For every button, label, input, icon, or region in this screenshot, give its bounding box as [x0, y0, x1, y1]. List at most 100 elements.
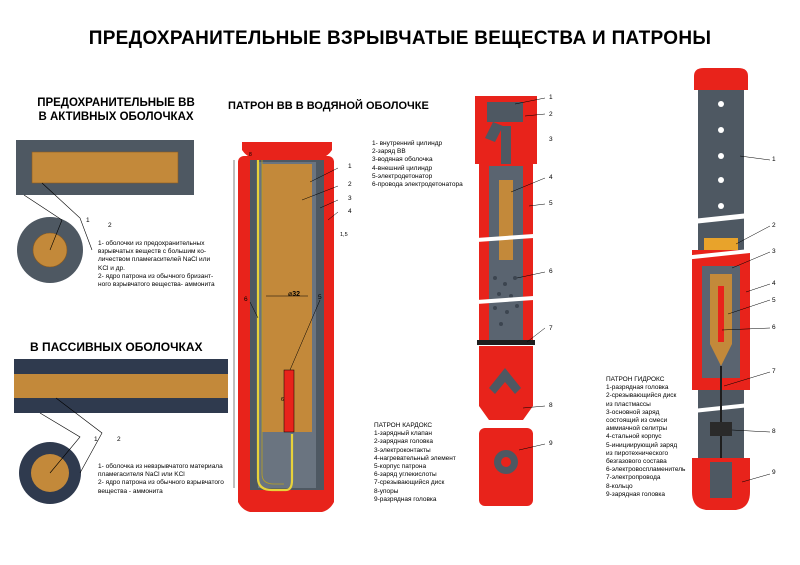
passive-legend: 1- оболочка из невзрывчатого материала п… [98, 463, 224, 495]
hydrox-igniter [718, 286, 724, 342]
cardox-heating-element [499, 180, 513, 260]
cardox-leader-5 [528, 203, 545, 207]
cardox-label-8: 8 [549, 402, 553, 409]
hydrox-break-2 [687, 247, 762, 260]
water-wires-2 [261, 160, 284, 485]
active-heading: ПРЕДОХРАНИТЕЛЬНЫЕ ВВ В АКТИВНЫХ ОБОЛОЧКА… [16, 96, 216, 124]
water-dim-15-label: 1,5 [340, 232, 348, 238]
hydrox-label-8: 8 [772, 428, 776, 435]
passive-shell-diagram [14, 359, 228, 504]
cardox-leader-6 [516, 271, 545, 279]
cardox-leader-7 [526, 327, 545, 343]
water-leader-3 [319, 199, 339, 209]
hydrox-leader-9 [741, 473, 771, 483]
hydrox-label-1: 1 [772, 156, 776, 163]
cardox-co2-dots [493, 276, 519, 326]
cardox-label-2: 2 [549, 111, 553, 118]
hydrox-label-2: 2 [772, 222, 776, 229]
hydrox-charging-core [710, 462, 732, 498]
passive-leader-1 [39, 412, 81, 474]
hydrox-label-3: 3 [772, 248, 776, 255]
hydrox-leader-8 [731, 429, 771, 433]
hydrox-leader-7 [723, 371, 771, 387]
hydrox-label-6: 6 [772, 324, 776, 331]
water-label-4: 4 [348, 208, 352, 215]
cardox-label-1: 1 [549, 94, 553, 101]
cardox-label-3: 3 [549, 136, 553, 143]
hydrox-cartridge-diagram [687, 68, 771, 510]
cardox-leader-8 [522, 405, 545, 409]
hydrox-leader-3 [731, 251, 771, 269]
water-heading: ПАТРОН ВВ В ВОДЯНОЙ ОБОЛОЧКЕ [228, 100, 429, 112]
water-leader-6 [249, 301, 259, 319]
cardox-shear-disc [477, 340, 535, 345]
cardox-leader-1 [514, 97, 545, 105]
water-bottom-cap [238, 494, 334, 512]
hydrox-label-5: 5 [772, 297, 776, 304]
cardox-label-6: 6 [549, 268, 553, 275]
hydrox-label-7: 7 [772, 368, 776, 375]
active-label-2: 2 [108, 222, 112, 229]
passive-heading: В ПАССИВНЫХ ОБОЛОЧКАХ [30, 340, 203, 354]
cardox-discharge-port-inner [501, 457, 511, 467]
hydrox-break-3 [687, 401, 762, 414]
water-label-3: 3 [348, 195, 352, 202]
hydrox-label-9: 9 [772, 469, 776, 476]
cardox-valve-arm [485, 122, 503, 142]
active-heading-line2: В АКТИВНЫХ ОБОЛОЧКАХ [38, 111, 194, 123]
active-heading-line1: ПРЕДОХРАНИТЕЛЬНЫЕ ВВ [37, 97, 195, 109]
cardox-leader-2 [524, 113, 545, 117]
water-leader-1 [309, 167, 339, 183]
water-leader-5 [289, 299, 321, 371]
hydrox-break-1 [689, 211, 761, 225]
cardox-label-4: 4 [549, 174, 553, 181]
active-label-1: 1 [86, 217, 90, 224]
active-shell-diagram [16, 140, 194, 283]
water-label-5: 5 [318, 294, 322, 301]
passive-core-rect [14, 374, 228, 398]
cardox-contacts [501, 126, 511, 166]
cardox-break-2 [472, 295, 542, 305]
hydrox-ports [718, 101, 724, 209]
hydrox-discharge-head [694, 68, 748, 90]
hydrox-leader-4 [745, 283, 771, 293]
cardox-leader-9 [518, 443, 545, 451]
page-title: ПРЕДОХРАНИТЕЛЬНЫЕ ВЗРЫВЧАТЫЕ ВЕЩЕСТВА И … [88, 28, 712, 49]
cardox-leader-4 [510, 177, 545, 193]
water-leader-4 [327, 211, 339, 221]
cardox-break-1 [472, 233, 542, 243]
cardox-label-9: 9 [549, 440, 553, 447]
water-legend: 1- внутренний цилиндр 2-заряд ВВ 3-водян… [372, 140, 463, 189]
water-detonator [283, 369, 295, 433]
active-leader-2 [41, 182, 93, 251]
water-label-1: 1 [348, 163, 352, 170]
cardox-valve [487, 102, 523, 122]
hydrox-leader-5 [727, 299, 771, 315]
cardox-label-5: 5 [549, 200, 553, 207]
passive-label-1: 1 [94, 436, 98, 443]
water-leader-2 [301, 185, 339, 201]
water-top-cap [242, 142, 332, 158]
active-legend: 1- оболочки из предохранительных взрывча… [98, 240, 215, 289]
hydrox-label-4: 4 [772, 280, 776, 287]
water-label-6: 6 [244, 296, 248, 303]
cardox-cartridge-diagram [472, 96, 545, 506]
hydrox-leader-6 [721, 327, 771, 331]
hydrox-leader-2 [735, 225, 771, 245]
passive-leader-2 [55, 397, 103, 474]
water-dim-small-label: 6 [281, 397, 285, 403]
water-wires [256, 160, 294, 492]
hydrox-shear-disc [704, 238, 738, 250]
water-dim-32-label: ⌀32 [288, 291, 301, 298]
passive-label-2: 2 [117, 436, 121, 443]
cardox-stops [489, 368, 521, 394]
active-core-rect [31, 151, 179, 184]
hydrox-legend: ПАТРОН ГИДРОКС 1-разрядная головка 2-сре… [606, 376, 686, 498]
cardox-legend: ПАТРОН КАРДОКС 1-зарядный клапан 2-заряд… [374, 422, 456, 503]
water-cartridge-diagram [233, 142, 339, 512]
cardox-label-7: 7 [549, 325, 553, 332]
water-dim-top-label: 8 [249, 152, 252, 158]
active-leader-1 [23, 194, 63, 251]
hydrox-leader-1 [739, 155, 771, 161]
water-label-2: 2 [348, 181, 352, 188]
